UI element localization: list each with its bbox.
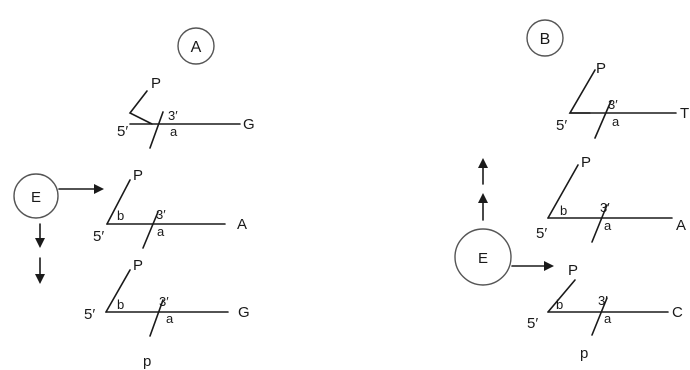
phosphate-label: P [568, 262, 578, 279]
phosphodiester-link [149, 111, 164, 149]
three-prime-label: 3′ [598, 293, 608, 308]
phosphate-label: P [581, 154, 591, 171]
panel-a-label: A [191, 39, 202, 56]
panel-a: A P 5′ 3′ a G P 5′ b 3′ a A [13, 27, 255, 370]
phosphate-label: P [151, 75, 161, 92]
angle-b-label: b [117, 208, 124, 223]
panel-b: B P 5′ 3′ a T P 5′ b 3′ a A [454, 19, 689, 362]
panel-a-nucleotide-1: P 5′ 3′ a G [117, 75, 255, 149]
panel-b-nucleotide-1: P 5′ 3′ a T [556, 60, 689, 139]
enzyme-a-label: E [31, 189, 41, 206]
phosphodiester-link [591, 297, 608, 336]
sugar-backbone [547, 164, 579, 219]
three-prime-label: 3′ [600, 200, 610, 215]
phosphodiester-link [142, 211, 159, 249]
panel-b-label-circle [526, 19, 564, 57]
enzyme-b-circle [454, 228, 512, 286]
phosphate-label: P [133, 257, 143, 274]
terminal-phosphate-label: p [143, 353, 151, 370]
enzyme-a-circle [13, 173, 59, 219]
angle-b-label: b [117, 297, 124, 312]
panel-b-nucleotide-3: P 5′ b 3′ a C [527, 262, 683, 336]
sugar-backbone [128, 90, 153, 125]
bond-a-label: a [604, 311, 612, 326]
sugar-backbone [568, 69, 596, 114]
angle-b-label: b [560, 203, 567, 218]
five-prime-label: 5′ [556, 117, 567, 134]
five-prime-label: 5′ [84, 306, 95, 323]
bond-a-label: a [604, 218, 612, 233]
base-label: T [680, 105, 689, 122]
three-prime-label: 3′ [159, 294, 169, 309]
panel-b-nucleotide-2: P 5′ b 3′ a A [536, 154, 686, 243]
phosphodiester-link [149, 299, 164, 337]
bond-a-label: a [157, 224, 165, 239]
sugar-backbone [106, 179, 131, 225]
three-prime-label: 3′ [168, 108, 178, 123]
sugar-backbone [105, 269, 131, 313]
panel-a-nucleotide-2: P 5′ b 3′ a A [93, 167, 247, 249]
three-prime-label: 3′ [156, 207, 166, 222]
five-prime-label: 5′ [536, 225, 547, 242]
base-label: G [238, 304, 250, 321]
five-prime-label: 5′ [93, 228, 104, 245]
enzyme-b-label: E [478, 250, 488, 267]
phosphate-label: P [596, 60, 606, 77]
five-prime-label: 5′ [527, 315, 538, 332]
panel-a-nucleotide-3: P 5′ b 3′ a G [84, 257, 250, 337]
phosphate-label: P [133, 167, 143, 184]
base-label: C [672, 304, 683, 321]
panel-b-label: B [540, 31, 551, 48]
bond-a-label: a [612, 114, 620, 129]
three-prime-label: 3′ [608, 97, 618, 112]
base-label: A [237, 216, 247, 233]
phosphodiester-link [591, 204, 608, 243]
bond-a-label: a [170, 124, 178, 139]
five-prime-label: 5′ [117, 123, 128, 140]
angle-b-label: b [556, 297, 563, 312]
phosphodiester-link [594, 100, 612, 139]
bond-a-label: a [166, 311, 174, 326]
base-label: A [676, 217, 686, 234]
base-label: G [243, 116, 255, 133]
terminal-phosphate-label: p [580, 345, 588, 362]
panel-a-label-circle [177, 27, 215, 65]
sugar-backbone [547, 279, 576, 313]
